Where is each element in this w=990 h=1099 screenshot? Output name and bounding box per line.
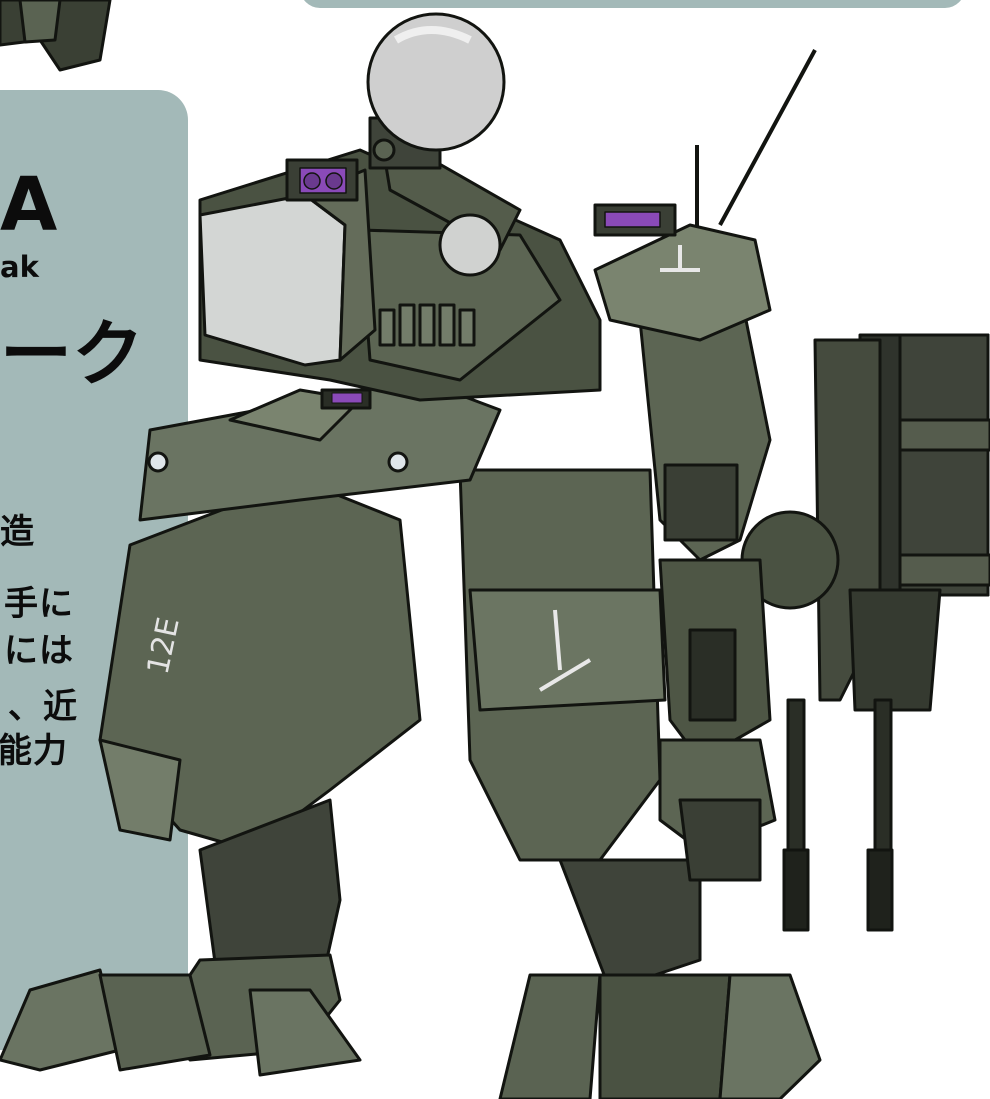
description-line-1: 造: [0, 512, 35, 552]
shoulder-sensor: [604, 211, 661, 228]
backpack-tank: [782, 333, 990, 932]
radar-dome: [366, 12, 506, 152]
description-line-5: 能力: [0, 731, 68, 771]
caption-panel-top: [300, 0, 965, 8]
description-line-3: には: [4, 631, 74, 671]
right-arm: [638, 288, 840, 882]
shoulder-armor: [593, 223, 772, 342]
right-leg-insignia: [538, 609, 592, 692]
chest-barrels: [378, 303, 476, 347]
description-line-4: 、近: [8, 687, 78, 727]
left-floodlight-icon: [147, 451, 169, 473]
antenna-long: [718, 49, 817, 226]
katakana-name-fragment: ーク: [0, 312, 145, 396]
previous-mech-feet-fragment: [0, 0, 112, 72]
right-leg: [458, 468, 822, 1099]
gauge-dial: [438, 213, 502, 277]
model-code-fragment: A: [0, 162, 57, 248]
armor-box: [198, 193, 347, 367]
english-name-fragment: ak: [0, 250, 39, 284]
description-line-2: 手に: [4, 584, 74, 624]
left-leg: 12E: [0, 478, 422, 1077]
right-floodlight-icon: [387, 451, 409, 473]
